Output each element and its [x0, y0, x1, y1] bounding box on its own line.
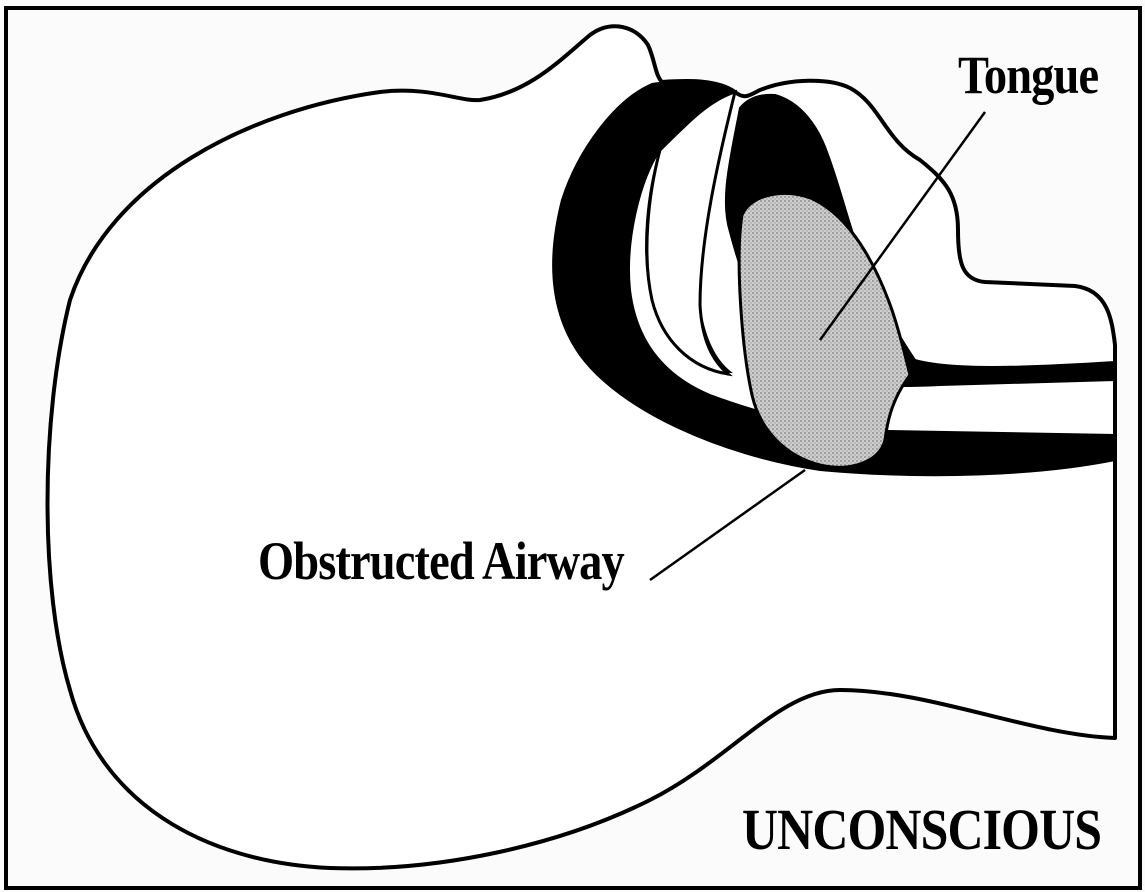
unconscious-label: UNCONSCIOUS	[742, 796, 1101, 863]
obstructed-airway-label: Obstructed Airway	[258, 530, 624, 592]
tongue-label: Tongue	[958, 44, 1098, 106]
